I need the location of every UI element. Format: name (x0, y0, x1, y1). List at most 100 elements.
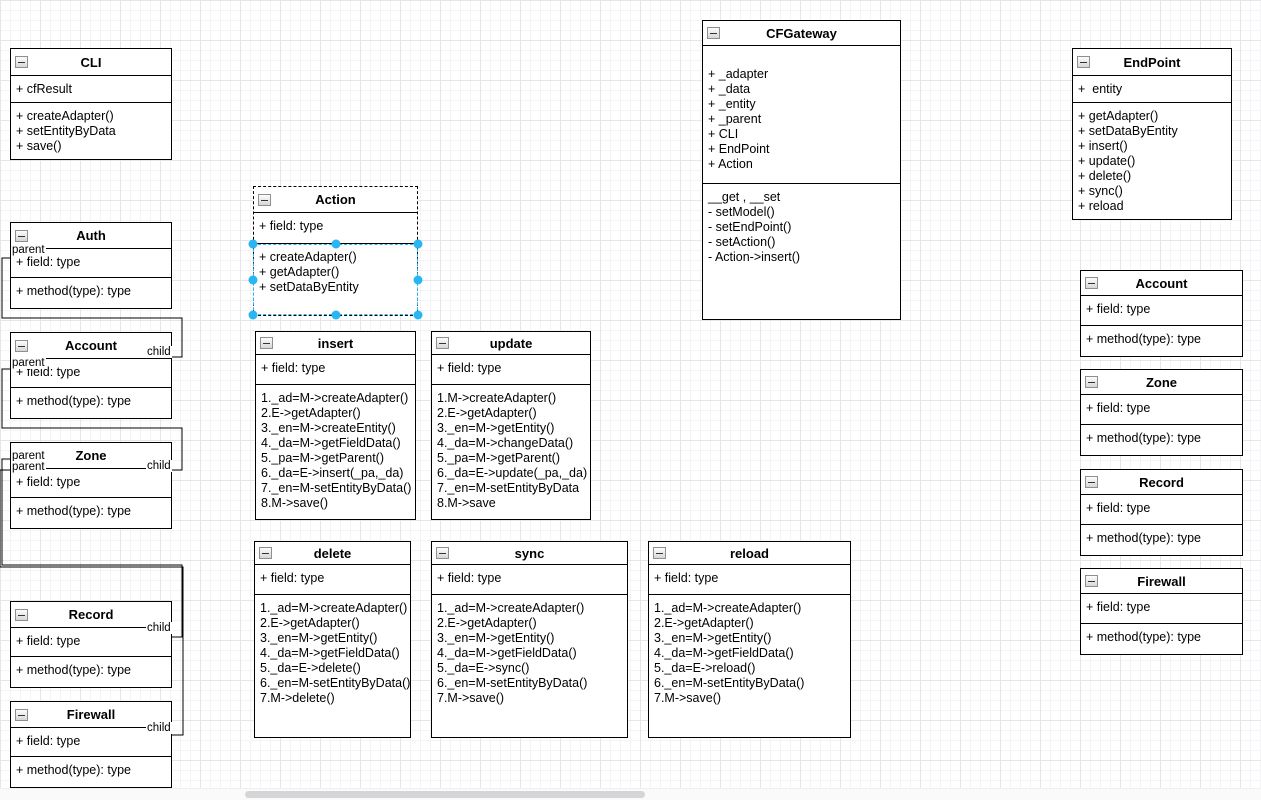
methods-section[interactable]: + createAdapter()+ getAdapter()+ setData… (254, 244, 417, 315)
collapse-icon[interactable] (436, 337, 449, 349)
attributes-section[interactable]: + field: type (11, 359, 171, 388)
class-header[interactable]: Record (11, 602, 171, 628)
attributes-section[interactable]: + field: type (11, 628, 171, 657)
collapse-icon[interactable] (1085, 277, 1098, 289)
class-header[interactable]: Action (254, 187, 417, 213)
methods-section[interactable]: 1._ad=M->createAdapter()2.E->getAdapter(… (255, 595, 410, 737)
methods-section[interactable]: + method(type): type (11, 278, 171, 308)
selection-handle-w[interactable] (248, 275, 258, 284)
attributes-section[interactable]: + field: type (11, 469, 171, 498)
selection-handle-sw[interactable] (248, 310, 258, 320)
attributes-section[interactable]: + field: type (432, 565, 627, 595)
methods-section[interactable]: + method(type): type (1081, 326, 1242, 356)
methods-section[interactable]: + method(type): type (11, 757, 171, 787)
class-box-action[interactable]: Action+ field: type+ createAdapter()+ ge… (253, 186, 418, 316)
selection-handle-e[interactable] (413, 275, 423, 284)
collapse-icon[interactable] (258, 193, 271, 206)
horizontal-scrollbar-track[interactable] (0, 788, 1261, 800)
methods-section[interactable]: 1.M->createAdapter()2.E->getAdapter()3._… (432, 385, 590, 519)
edge-label-child[interactable]: child (146, 346, 172, 358)
collapse-icon[interactable] (15, 229, 28, 242)
class-box-record-right[interactable]: Record+ field: type+ method(type): type (1080, 469, 1243, 556)
selection-handle-se[interactable] (413, 310, 423, 320)
collapse-icon[interactable] (260, 337, 273, 349)
class-header[interactable]: Firewall (11, 702, 171, 728)
attributes-section[interactable]: + field: type (1081, 296, 1242, 326)
class-box-firewall-left[interactable]: Firewall+ field: type+ method(type): typ… (10, 701, 172, 788)
methods-section[interactable]: + method(type): type (1081, 624, 1242, 654)
attributes-section[interactable]: + _adapter+ _data+ _entity+ _parent+ CLI… (703, 46, 900, 184)
methods-section[interactable]: + method(type): type (11, 388, 171, 418)
collapse-icon[interactable] (15, 708, 28, 721)
edge-label-parent[interactable]: parent (11, 244, 46, 256)
attributes-section[interactable]: + field: type (1081, 594, 1242, 624)
attributes-section[interactable]: + field: type (1081, 395, 1242, 425)
class-header[interactable]: delete (255, 542, 410, 565)
collapse-icon[interactable] (653, 547, 666, 559)
class-box-endpoint[interactable]: EndPoint+ entity+ getAdapter()+ setDataB… (1072, 48, 1232, 220)
class-box-account-left[interactable]: Account+ field: type+ method(type): type (10, 332, 172, 419)
class-box-cfgateway[interactable]: CFGateway+ _adapter+ _data+ _entity+ _pa… (702, 20, 901, 320)
collapse-icon[interactable] (707, 27, 720, 39)
collapse-icon[interactable] (15, 56, 28, 68)
class-box-firewall-right[interactable]: Firewall+ field: type+ method(type): typ… (1080, 568, 1243, 655)
class-header[interactable]: sync (432, 542, 627, 565)
class-header[interactable]: reload (649, 542, 850, 565)
class-header[interactable]: insert (256, 332, 415, 355)
attributes-section[interactable]: + field: type (11, 249, 171, 278)
collapse-icon[interactable] (1085, 575, 1098, 587)
edge-label-parent[interactable]: parent (11, 450, 46, 462)
class-header[interactable]: update (432, 332, 590, 355)
class-header[interactable]: CLI (11, 49, 171, 76)
collapse-icon[interactable] (1085, 476, 1098, 488)
class-header[interactable]: CFGateway (703, 21, 900, 46)
attributes-section[interactable]: + entity (1073, 76, 1231, 103)
class-header[interactable]: Auth (11, 223, 171, 249)
class-box-account-right[interactable]: Account+ field: type+ method(type): type (1080, 270, 1243, 357)
methods-section[interactable]: 1._ad=M->createAdapter()2.E->getAdapter(… (432, 595, 627, 737)
collapse-icon[interactable] (1077, 56, 1090, 68)
attributes-section[interactable]: + cfResult (11, 76, 171, 103)
edge-label-parent[interactable]: parent (11, 461, 46, 473)
methods-section[interactable]: + getAdapter()+ setDataByEntity+ insert(… (1073, 103, 1231, 219)
selection-handle-s[interactable] (331, 310, 340, 320)
class-header[interactable]: Zone (1081, 370, 1242, 395)
edge-label-child[interactable]: child (146, 622, 172, 634)
selection-handle-n[interactable] (331, 239, 340, 249)
collapse-icon[interactable] (15, 339, 28, 352)
attributes-section[interactable]: + field: type (649, 565, 850, 595)
attributes-section[interactable]: + field: type (432, 355, 590, 385)
collapse-icon[interactable] (1085, 376, 1098, 388)
methods-section[interactable]: 1._ad=M->createAdapter()2.E->getAdapter(… (256, 385, 415, 519)
methods-section[interactable]: __get , __set- setModel()- setEndPoint()… (703, 184, 900, 319)
edge-label-child[interactable]: child (146, 460, 172, 472)
class-box-auth[interactable]: Auth+ field: type+ method(type): type (10, 222, 172, 309)
horizontal-scrollbar-thumb[interactable] (245, 791, 645, 798)
class-box-cli[interactable]: CLI+ cfResult+ createAdapter()+ setEntit… (10, 48, 172, 160)
selection-handle-nw[interactable] (248, 239, 258, 249)
class-header[interactable]: Account (1081, 271, 1242, 296)
methods-section[interactable]: + method(type): type (1081, 425, 1242, 455)
class-header[interactable]: Firewall (1081, 569, 1242, 594)
collapse-icon[interactable] (15, 608, 28, 621)
methods-section[interactable]: + method(type): type (1081, 525, 1242, 555)
methods-section[interactable]: + method(type): type (11, 657, 171, 687)
attributes-section[interactable]: + field: type (255, 565, 410, 595)
methods-section[interactable]: + createAdapter()+ setEntityByData+ save… (11, 103, 171, 159)
class-header[interactable]: Account (11, 333, 171, 359)
methods-section[interactable]: + method(type): type (11, 498, 171, 528)
methods-section[interactable]: 1._ad=M->createAdapter()2.E->getAdapter(… (649, 595, 850, 737)
class-header[interactable]: EndPoint (1073, 49, 1231, 76)
class-box-zone-right[interactable]: Zone+ field: type+ method(type): type (1080, 369, 1243, 456)
attributes-section[interactable]: + field: type (256, 355, 415, 385)
attributes-section[interactable]: + field: type (1081, 495, 1242, 525)
class-header[interactable]: Record (1081, 470, 1242, 495)
selection-handle-ne[interactable] (413, 239, 423, 249)
edge-label-child[interactable]: child (146, 722, 172, 734)
